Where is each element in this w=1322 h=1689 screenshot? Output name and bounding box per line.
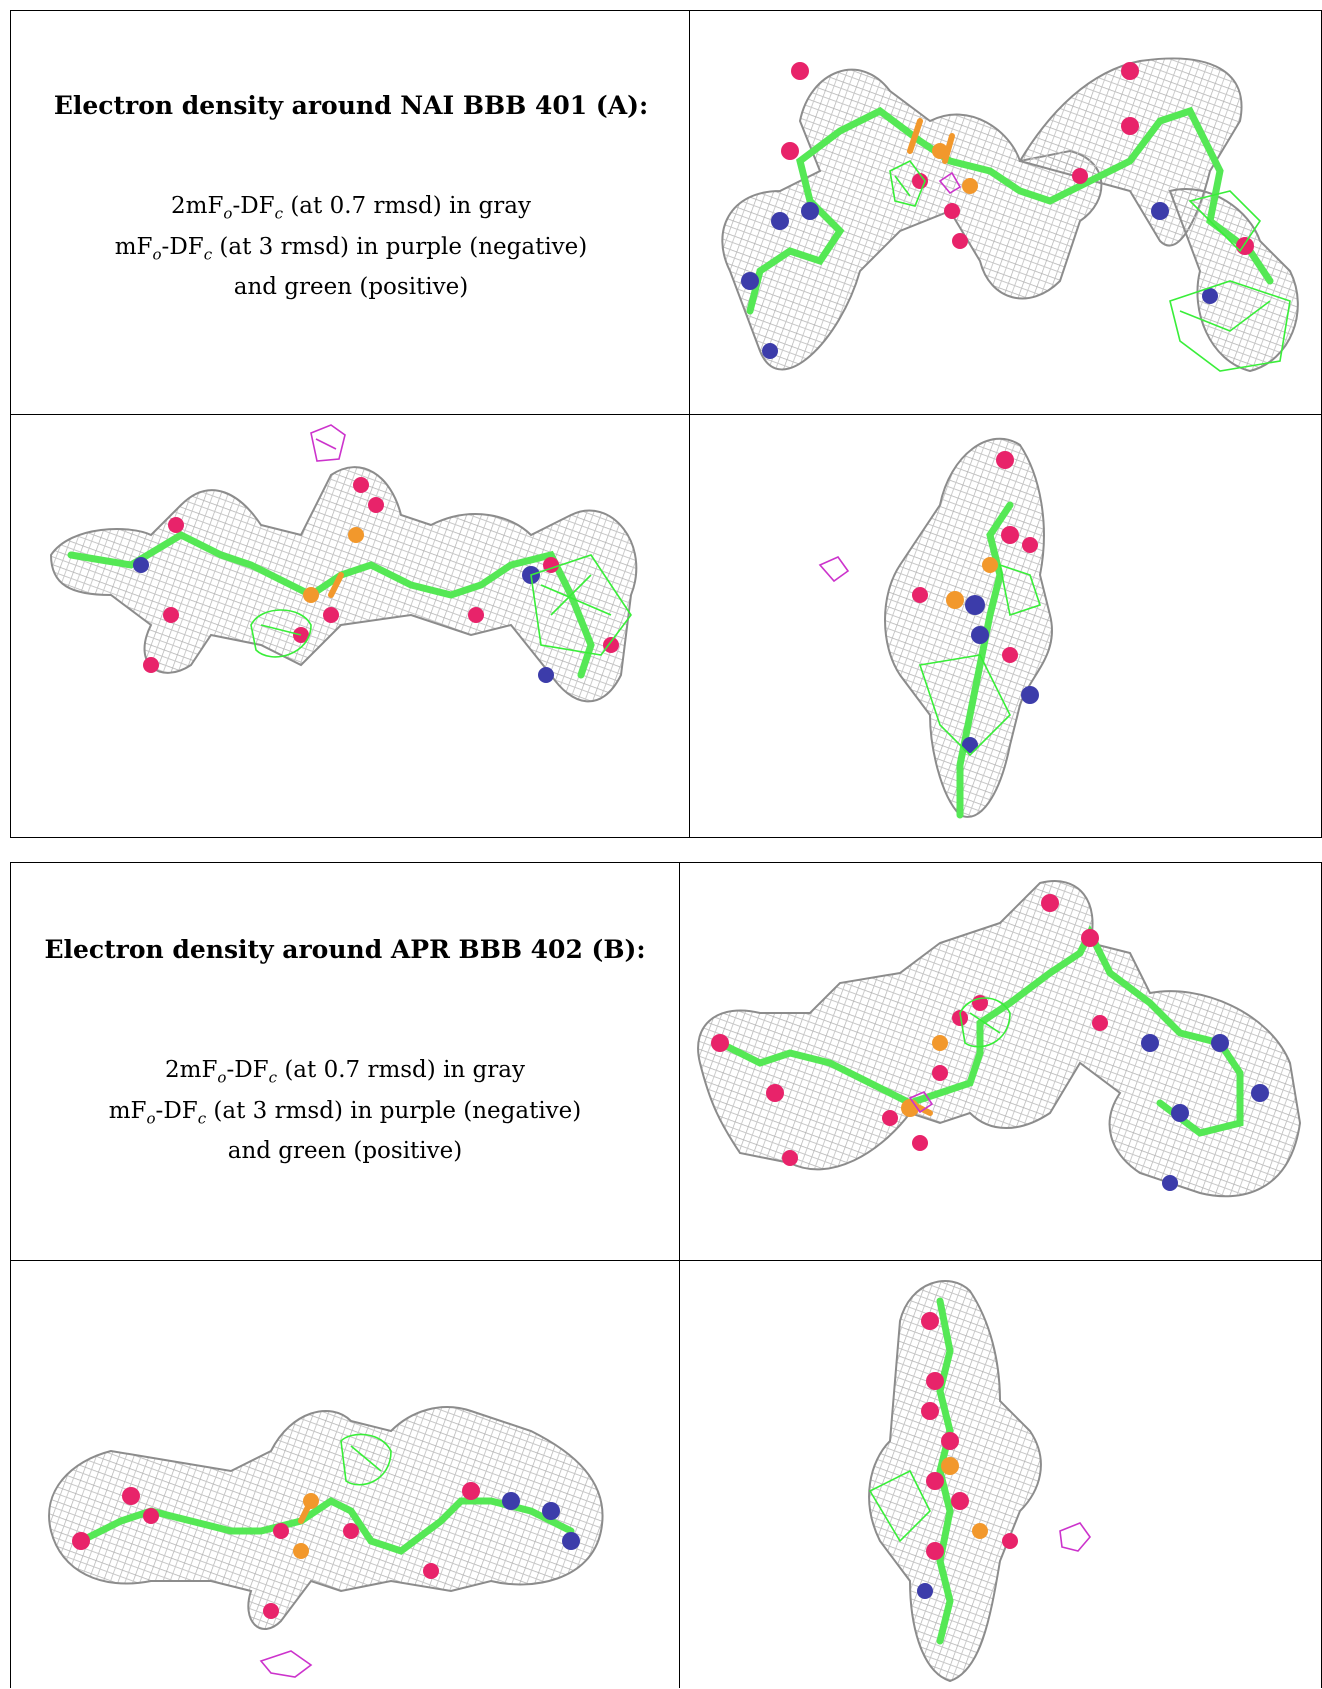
panel-divider-horizontal	[11, 1260, 1321, 1261]
legend-text: 2mFo-DFc (at 0.7 rmsd) in gray mFo-DFc (…	[11, 190, 691, 304]
caption-nai: Electron density around NAI BBB 401 (A):…	[11, 91, 691, 304]
legend-line-2mfo-dfc: 2mFo-DFc (at 0.7 rmsd) in gray	[171, 193, 531, 223]
density-view-top-right	[690, 11, 1322, 414]
density-panel-apr: Electron density around APR BBB 402 (B):…	[10, 862, 1322, 1688]
panel-title: Electron density around APR BBB 402 (B):	[44, 935, 646, 964]
legend-line-colors: and green (positive)	[233, 274, 469, 301]
caption-apr: Electron density around APR BBB 402 (B):…	[11, 935, 679, 1168]
density-render	[818, 437, 1053, 819]
density-view-bottom-left	[11, 415, 689, 839]
legend-text: 2mFo-DFc (at 0.7 rmsd) in gray mFo-DFc (…	[11, 1054, 679, 1168]
density-render	[868, 1280, 1092, 1683]
density-panel-nai: Electron density around NAI BBB 401 (A):…	[10, 10, 1322, 838]
legend-line-mfo-dfc: mFo-DFc (at 3 rmsd) in purple (negative)	[114, 233, 588, 264]
panel-divider-horizontal	[11, 414, 1321, 415]
panel-divider-vertical	[679, 863, 680, 1688]
density-render	[721, 57, 1299, 373]
density-view-bottom-right	[680, 1261, 1322, 1689]
density-render	[48, 1406, 604, 1678]
panel-divider-vertical	[689, 11, 690, 837]
density-view-bottom-left	[11, 1261, 679, 1689]
legend-line-2mfo-dfc: 2mFo-DFc (at 0.7 rmsd) in gray	[165, 1057, 525, 1087]
density-view-top-right	[680, 863, 1322, 1260]
density-view-bottom-right	[690, 415, 1322, 839]
legend-line-colors: and green (positive)	[227, 1138, 463, 1165]
density-render	[697, 880, 1302, 1198]
density-render	[49, 424, 638, 703]
legend-line-mfo-dfc: mFo-DFc (at 3 rmsd) in purple (negative)	[108, 1097, 582, 1128]
panel-title: Electron density around NAI BBB 401 (A):	[53, 91, 649, 120]
